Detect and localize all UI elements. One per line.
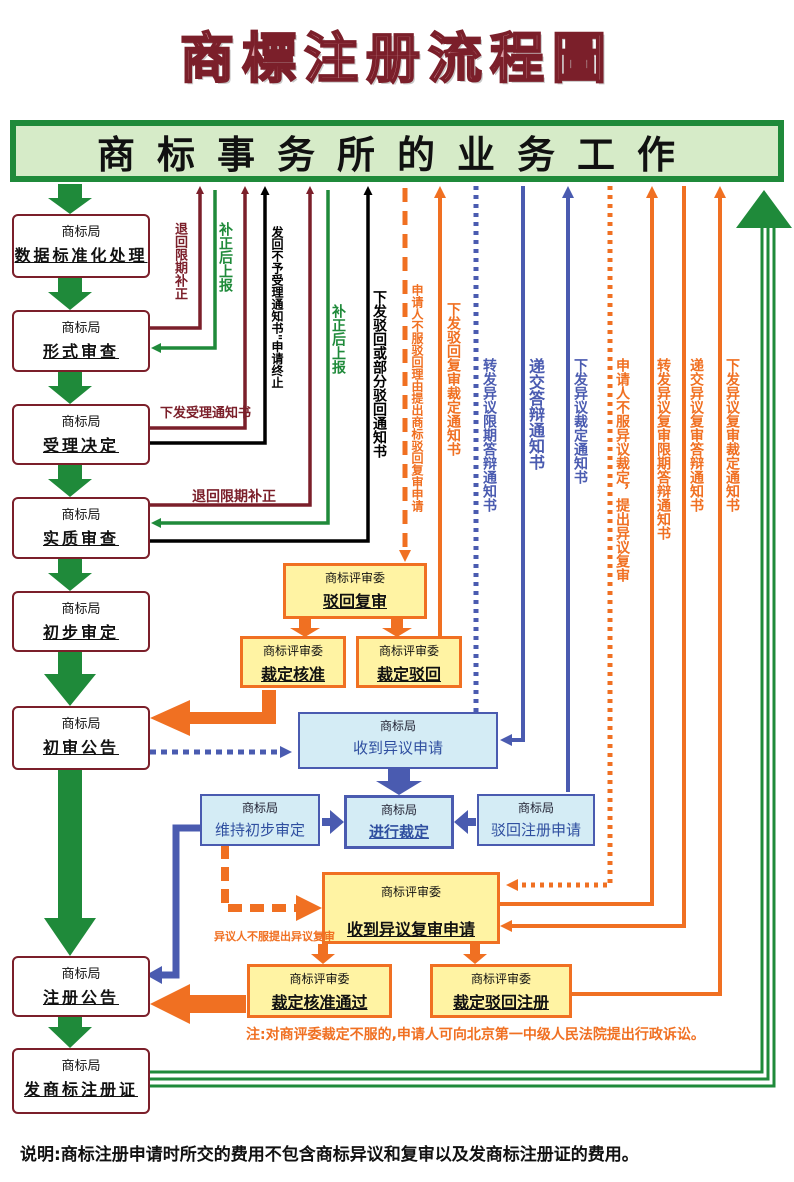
org-label: 商标局 [379, 719, 416, 733]
box-opposition-received: 商标局收到异议申请 [298, 712, 498, 769]
box-name: 收到异议复审申请 [346, 920, 475, 939]
org-label: 商标局 [61, 321, 101, 336]
main-flow-arrows [44, 184, 96, 1048]
box-ruling-reject-registration: 商标评审委裁定驳回注册 [430, 964, 572, 1018]
org-label: 商标局 [61, 415, 101, 430]
step-registration-announcement: 商标局注册公告 [12, 956, 150, 1017]
step-name: 实质审查 [42, 529, 119, 548]
step-preliminary-approval: 商标局初步审定 [12, 591, 150, 652]
court-note: 注:对商评委裁定不服的,申请人可向北京第一中级人民法院提出行政诉讼。 [246, 1027, 705, 1043]
label-rejection-notice: 下发驳回或部分驳回通知书 [371, 290, 387, 458]
label-submit-review-defense: 递交异议复审答辩通知书 [688, 358, 704, 512]
label-opponent-dispute: 异议人不服提出异议复审 [214, 930, 335, 943]
label-not-accepted: 发回不予受理通知书"申请终止 [270, 226, 284, 389]
org-label: 商标局 [61, 508, 101, 523]
box-name: 裁定核准 [260, 665, 325, 684]
org-label: 商标评审委 [470, 972, 531, 986]
step-substantive-review: 商标局实质审查 [12, 497, 150, 559]
box-ruling-approve: 商标评审委裁定核准 [240, 636, 346, 688]
box-name: 裁定驳回 [376, 665, 441, 684]
org-label: 商标局 [61, 967, 101, 982]
label-submit-defense: 递交答辩通知书 [526, 358, 545, 470]
org-label: 商标局 [61, 602, 101, 617]
box-opposition-review-received: 商标评审委收到异议复审申请 [322, 872, 500, 944]
label-forward-review-defense: 转发异议复审限期答辩通知书 [655, 358, 671, 540]
fee-note: 说明:商标注册申请时所交的费用不包含商标异议和复审以及发商标注册证的费用。 [20, 1145, 639, 1165]
box-name: 裁定核准通过 [271, 993, 368, 1012]
org-label: 商标局 [61, 717, 101, 732]
box-maintain-preliminary: 商标局维持初步审定 [200, 794, 320, 846]
agency-banner: 商标事务所的业务工作 [10, 120, 784, 182]
label-return-correction-2: 退回限期补正 [192, 489, 276, 505]
label-resubmit-1: 补正后上报 [217, 222, 233, 292]
org-label: 商标局 [61, 225, 101, 240]
label-applicant-not-satisfied: 申请人不服异议裁定，提出异议复审 [614, 358, 630, 582]
org-label: 商标评审委 [378, 644, 439, 658]
box-name: 裁定驳回注册 [452, 993, 549, 1012]
step-name: 数据标准化处理 [14, 246, 148, 265]
label-acceptance-notice: 下发受理通知书 [160, 406, 252, 421]
step-name: 发商标注册证 [23, 1080, 138, 1099]
step-acceptance-decision: 商标局受理决定 [12, 404, 150, 465]
box-rejection-review: 商标评审委驳回复审 [283, 563, 427, 619]
step-data-standardization: 商标局数据标准化处理 [12, 214, 150, 278]
org-label: 商标评审委 [380, 885, 441, 899]
org-label: 商标局 [380, 803, 417, 817]
org-label: 商标局 [517, 801, 554, 815]
page-title: 商標注册流程圖 [179, 25, 614, 91]
box-ruling: 商标局进行裁定 [344, 795, 454, 849]
org-label: 商标评审委 [289, 972, 350, 986]
step-name: 形式审查 [42, 342, 119, 361]
box-name: 收到异议申请 [352, 739, 443, 757]
box-reject-registration-application: 商标局驳回注册申请 [477, 794, 595, 846]
certificate-return-lines [150, 226, 776, 1088]
box-name: 驳回复审 [322, 592, 387, 611]
label-review-ruling-notice-2: 下发异议复审裁定通知书 [724, 358, 740, 512]
box-name: 维持初步审定 [214, 821, 305, 839]
org-label: 商标评审委 [262, 644, 323, 658]
label-return-correction: 退回限期补正 [172, 222, 187, 300]
box-ruling-approve-pass: 商标评审委裁定核准通过 [247, 964, 392, 1018]
label-applicant-dispute: 申请人不服驳回理由提出商标驳回复审申请 [410, 284, 424, 512]
org-label: 商标局 [61, 1059, 101, 1074]
label-review-ruling-notice: 下发驳回复审裁定通知书 [445, 302, 461, 456]
label-opposition-ruling-notice: 下发异议裁定通知书 [572, 358, 588, 484]
step-name: 初步审定 [42, 623, 119, 642]
org-label: 商标评审委 [324, 571, 385, 585]
label-resubmit-2: 补正后上报 [330, 304, 346, 374]
step-issue-certificate: 商标局发商标注册证 [12, 1048, 150, 1114]
step-name: 受理决定 [42, 436, 119, 455]
label-forward-opposition: 转发异议限期答辩通知书 [481, 358, 497, 512]
step-name: 注册公告 [42, 988, 119, 1007]
step-formal-review: 商标局形式审查 [12, 310, 150, 372]
box-ruling-reject: 商标评审委裁定驳回 [356, 636, 462, 688]
org-label: 商标局 [241, 801, 278, 815]
banner-text: 商标事务所的业务工作 [96, 131, 697, 177]
box-name: 进行裁定 [368, 823, 429, 841]
step-preliminary-announcement: 商标局初审公告 [12, 706, 150, 770]
box-name: 驳回注册申请 [490, 821, 581, 839]
step-name: 初审公告 [42, 738, 119, 757]
